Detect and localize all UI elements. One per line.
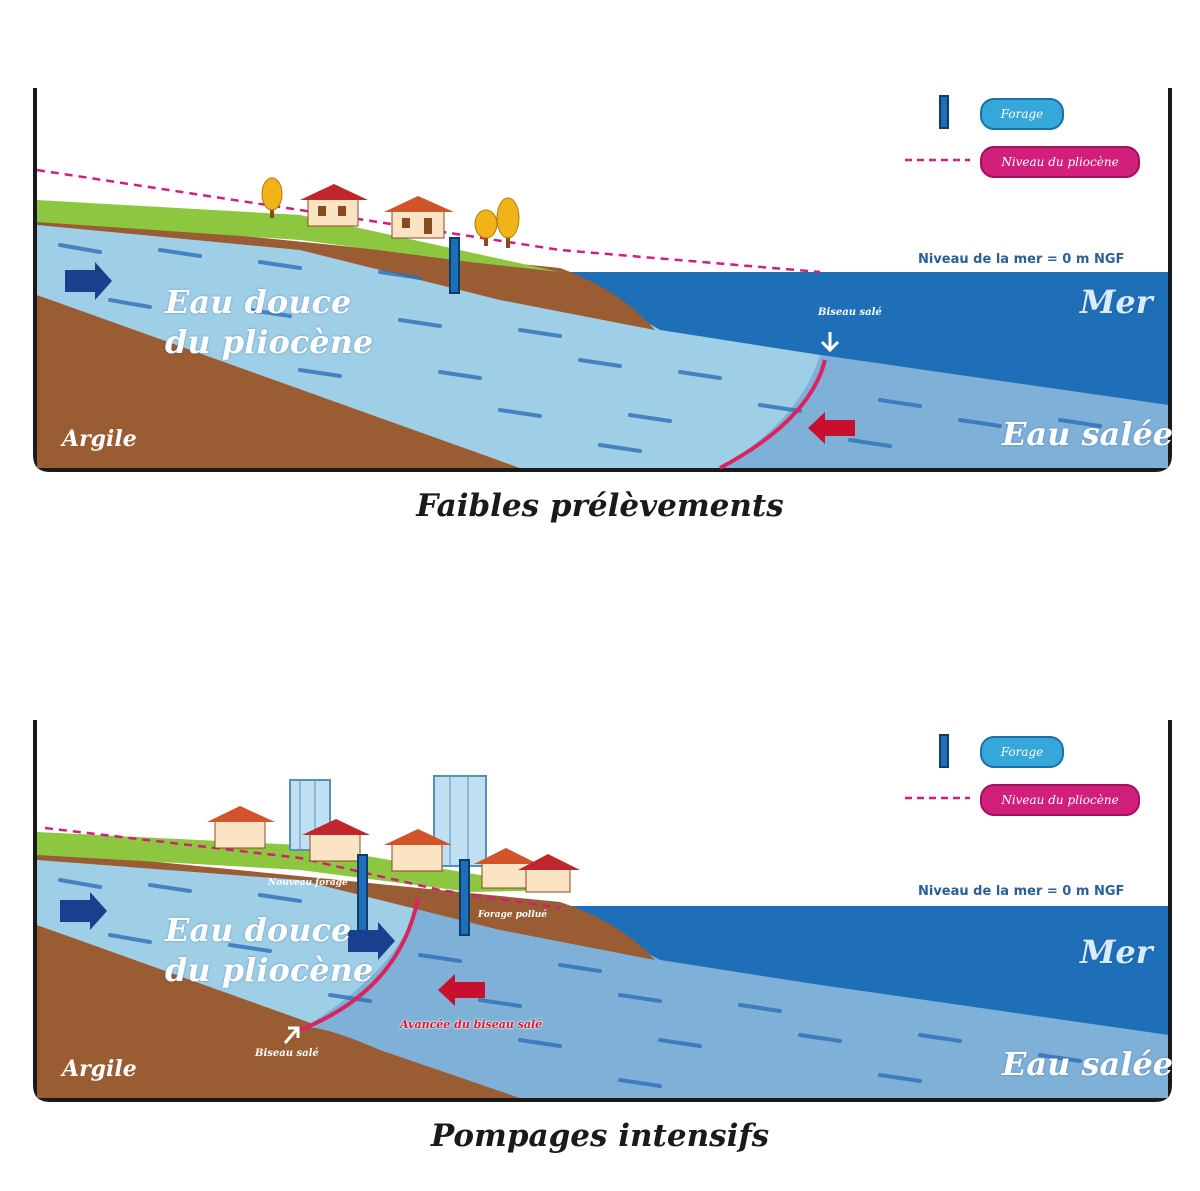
house-icon [302, 819, 370, 862]
new-well-label: Nouveau forage [268, 878, 348, 888]
sea-body [560, 272, 1168, 405]
caption-low-withdrawal: Faibles prélèvements [416, 488, 784, 524]
tank-outline [33, 88, 1172, 472]
fresh-water-arrow [348, 922, 395, 960]
sea-level-label: Niveau de la mer = 0 m NGF [918, 884, 1125, 899]
pliocene-level-line [44, 826, 561, 910]
salt-wedge-line [719, 359, 827, 470]
salt-water-label: Eau salée [1002, 1045, 1174, 1083]
clay-label: Argile [62, 1056, 137, 1082]
clay-layer-top [37, 215, 655, 330]
water-flow-dashes [58, 878, 1082, 1088]
clay-layer-top [37, 850, 655, 960]
salt-water-arrow [438, 974, 485, 1006]
legend-niveau-label: Niveau du pliocène [980, 784, 1140, 816]
legend-forage-label: Forage [980, 98, 1064, 130]
sea-body [560, 906, 1168, 1035]
tree-icon [261, 177, 283, 218]
fresh-water-arrow [60, 892, 107, 930]
cross-section-low [33, 88, 1172, 472]
well-icon [357, 854, 368, 936]
fresh-water-arrow [65, 262, 112, 300]
sea-label: Mer [1080, 283, 1153, 321]
salt-zone [720, 355, 1168, 468]
salt-wedge-label: Biseau salé [818, 307, 882, 318]
panel-low-withdrawal: Forage Niveau du pliocène Niveau de la m… [0, 0, 1200, 540]
legend-well-icon [939, 734, 949, 768]
grass-surface [37, 200, 560, 272]
polluted-well-label: Forage pollué [478, 910, 548, 920]
clay-label: Argile [62, 426, 137, 452]
house-icon [207, 806, 275, 849]
well-icon [449, 237, 460, 294]
salt-zone [300, 900, 1168, 1098]
legend-forage-label: Forage [980, 736, 1064, 768]
salt-water-arrow [808, 412, 855, 444]
tank-outline [33, 720, 1172, 1102]
legend-well-icon [939, 95, 949, 129]
panel-intensive-pumping: Forage Niveau du pliocène Niveau de la m… [0, 640, 1200, 1120]
well-icon [459, 859, 470, 936]
house-icon [518, 854, 580, 893]
wedge-advance-label: Avancée du biseau salé [400, 1018, 543, 1031]
grass-surface [37, 832, 570, 892]
fresh-water-label-2: du pliocène [165, 323, 374, 361]
salt-wedge-line [299, 897, 420, 1032]
house-icon [384, 196, 454, 239]
sea-label: Mer [1080, 933, 1153, 971]
sea-level-label: Niveau de la mer = 0 m NGF [918, 252, 1125, 267]
house-icon [474, 848, 538, 889]
house-icon [300, 184, 368, 227]
fresh-water-label-1: Eau douce [165, 911, 352, 949]
legend-niveau-label: Niveau du pliocène [980, 146, 1140, 178]
tree-icon [474, 197, 520, 248]
house-icon [384, 829, 452, 872]
wedge-pointer-icon [283, 1026, 300, 1044]
wedge-pointer-icon [820, 332, 840, 353]
fresh-water-label-2: du pliocène [165, 951, 374, 989]
caption-intensive-pumping: Pompages intensifs [430, 1118, 770, 1154]
water-flow-dashes [58, 243, 1102, 453]
salt-wedge-label: Biseau salé [255, 1048, 319, 1059]
salt-water-label: Eau salée [1002, 415, 1174, 453]
fresh-water-label-1: Eau douce [165, 283, 352, 321]
cross-section-intensive [33, 720, 1172, 1102]
